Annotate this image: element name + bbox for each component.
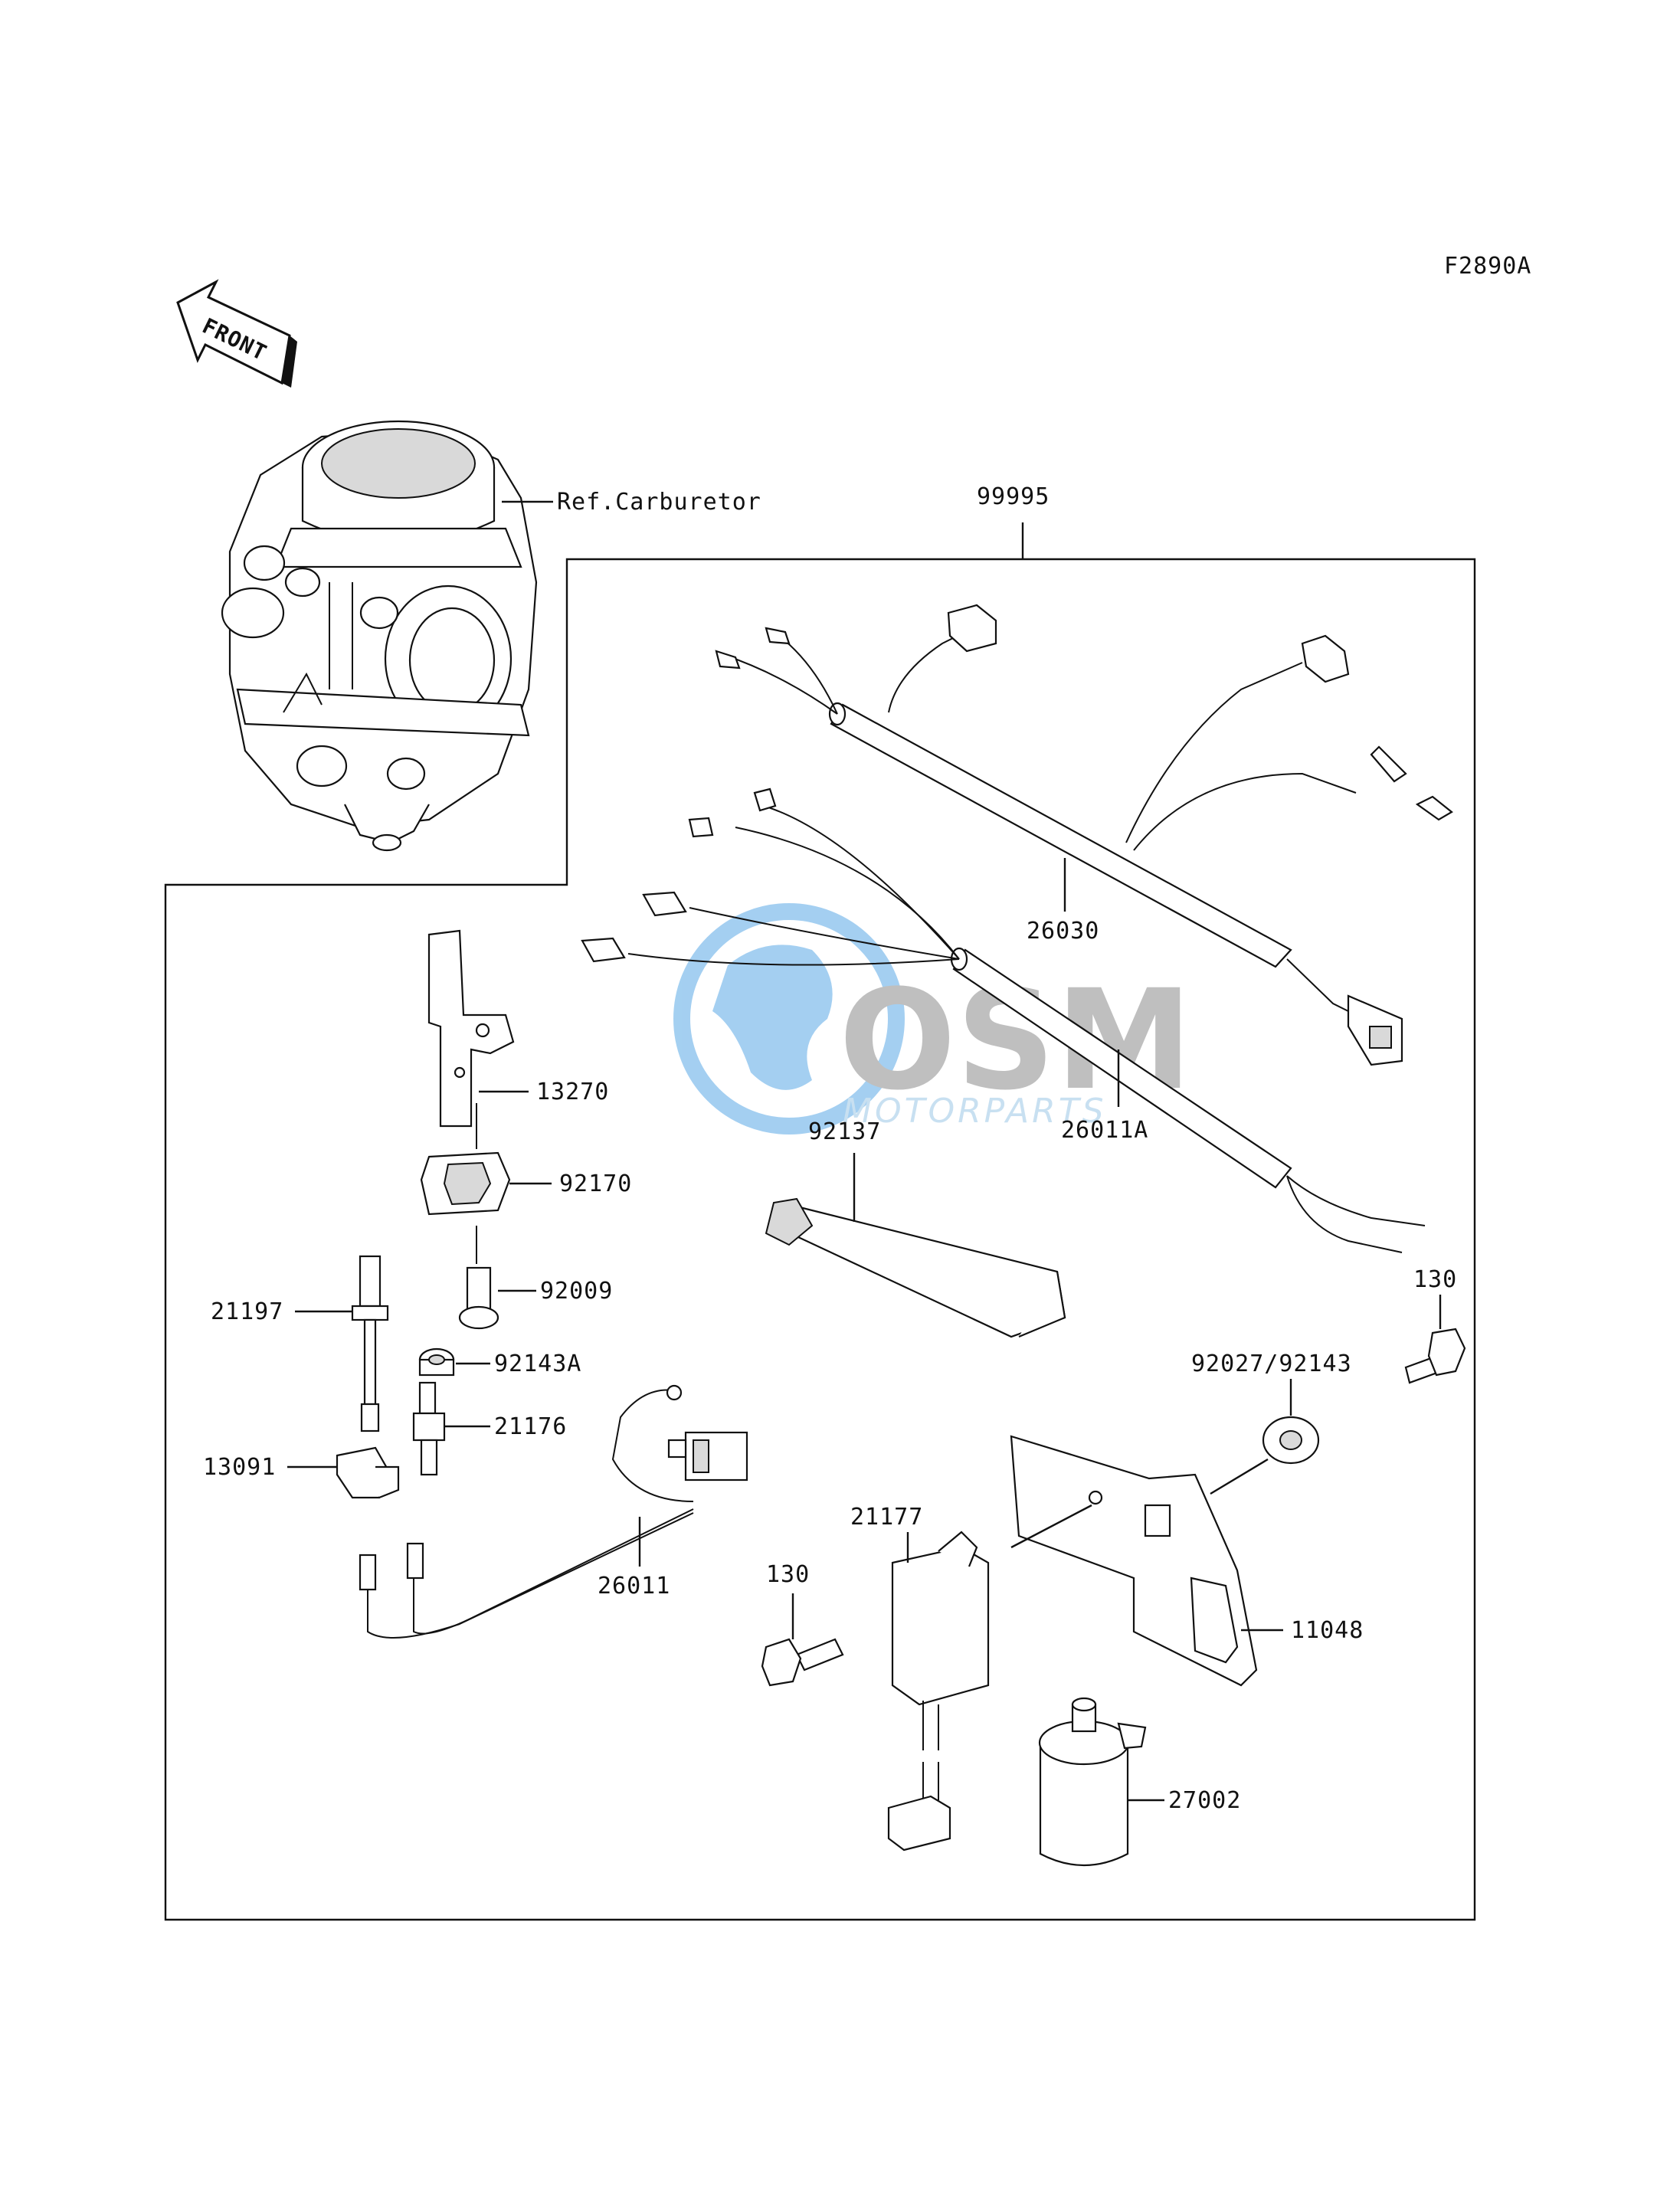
switch-21176 [412,1381,446,1476]
globe-icon [673,903,905,1135]
callout-92143A: 92143A [494,1351,581,1377]
harness-26011 [359,1384,748,1639]
callout-92137: 92137 [808,1118,881,1145]
harness-26030 [715,604,1453,1066]
screw-92009 [458,1226,499,1330]
carburetor-illustration [221,420,553,852]
callout-21197: 21197 [211,1298,283,1325]
clip-13091 [336,1446,400,1499]
callout-130-top: 130 [1413,1266,1457,1293]
sensor-21197 [351,1255,389,1432]
callout-26011: 26011 [598,1573,670,1599]
callout-11048: 11048 [1291,1617,1364,1644]
bracket-13270 [427,929,515,1128]
callout-21176: 21176 [494,1413,567,1440]
front-arrow-icon: FRONT [176,279,297,388]
kit-frame [164,558,1476,1921]
spacer-92143A [418,1347,455,1377]
callout-13270: 13270 [536,1079,609,1105]
bracket-11048 [1010,1435,1258,1687]
grommet-92027-92143 [1262,1416,1320,1465]
callout-92009: 92009 [540,1278,613,1305]
harness-26011A [581,787,1426,1253]
callout-99995: 99995 [977,483,1050,510]
bolt-130-left [761,1638,844,1687]
reference-carburetor-label: Ref.Carburetor [557,489,761,516]
figure-code: F2890A [1444,253,1531,280]
relay-27002 [1038,1697,1147,1867]
clamp-92170 [420,1103,511,1216]
watermark: OSM MOTORPARTS [673,903,1193,1135]
callout-27002: 27002 [1168,1787,1241,1814]
callout-26011A: 26011A [1061,1117,1148,1144]
bolt-130-top [1404,1328,1466,1384]
callout-26030: 26030 [1027,918,1099,945]
callout-21177: 21177 [850,1504,923,1531]
module-21177 [887,1531,990,1852]
callout-13091: 13091 [203,1454,276,1481]
callout-92170: 92170 [559,1171,632,1197]
grease-tube-92137 [765,1197,1066,1338]
callout-130-left: 130 [766,1561,810,1588]
watermark-sub: MOTORPARTS [843,1092,1107,1131]
callout-92027-92143: 92027/92143 [1191,1351,1352,1377]
